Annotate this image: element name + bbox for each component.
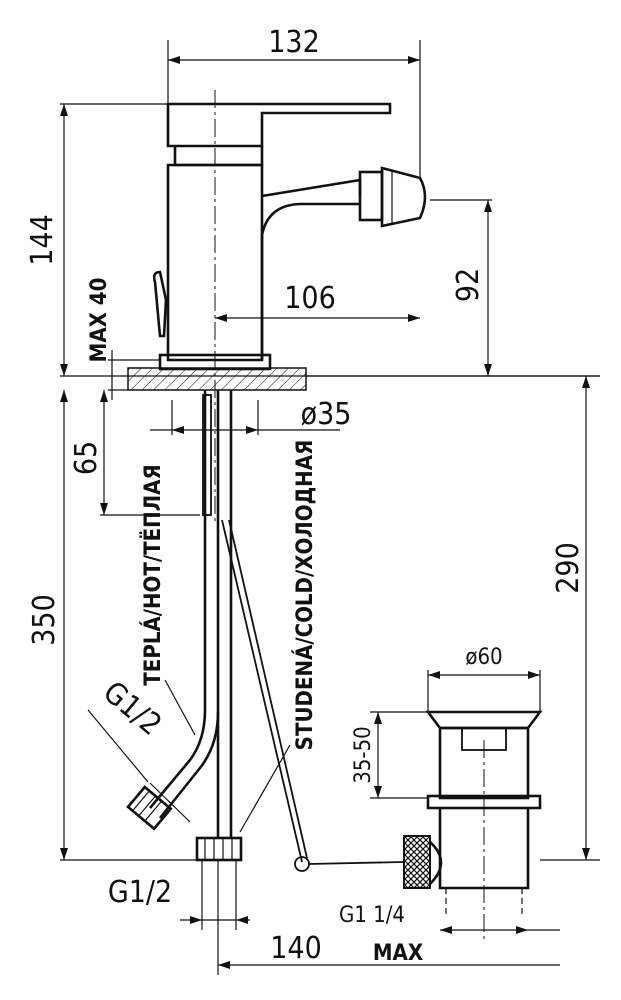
label-hot: TEPLÁ/HOT/ТЁПЛАЯ (140, 464, 166, 685)
dim-spout-reach: 106 (284, 281, 336, 316)
deck (60, 367, 600, 391)
dim-hose-length: 65 (69, 441, 104, 475)
dim-hole-diameter: ø35 (301, 397, 352, 432)
faucet-body (152, 90, 427, 525)
drain (403, 710, 543, 940)
dim-drain-reach: 140 (270, 931, 322, 966)
dim-drain-length: 290 (551, 542, 586, 594)
hoses (126, 390, 404, 872)
label-cold: STUDENÁ/COLD/ХОЛОДНАЯ (292, 440, 318, 751)
dim-spout-height: 92 (451, 268, 486, 302)
dim-thread-inlet-bottom: G1/2 (108, 875, 172, 910)
dimension-texts: 132 144 92 106 MAX 40 ø35 65 350 290 ø60… (25, 25, 586, 966)
dim-drain-range: 35-50 (351, 726, 376, 784)
dim-max-deck: MAX 40 (87, 278, 112, 363)
dim-height-total: 144 (25, 214, 60, 266)
dimension-lines (60, 40, 600, 975)
dim-width-total: 132 (268, 25, 320, 60)
dim-drain-reach-max: MAX (373, 941, 423, 966)
dim-drain-diameter: ø60 (465, 645, 502, 670)
dim-flex-length: 350 (27, 594, 62, 646)
dim-thread-drain: G1 1/4 (339, 903, 405, 928)
